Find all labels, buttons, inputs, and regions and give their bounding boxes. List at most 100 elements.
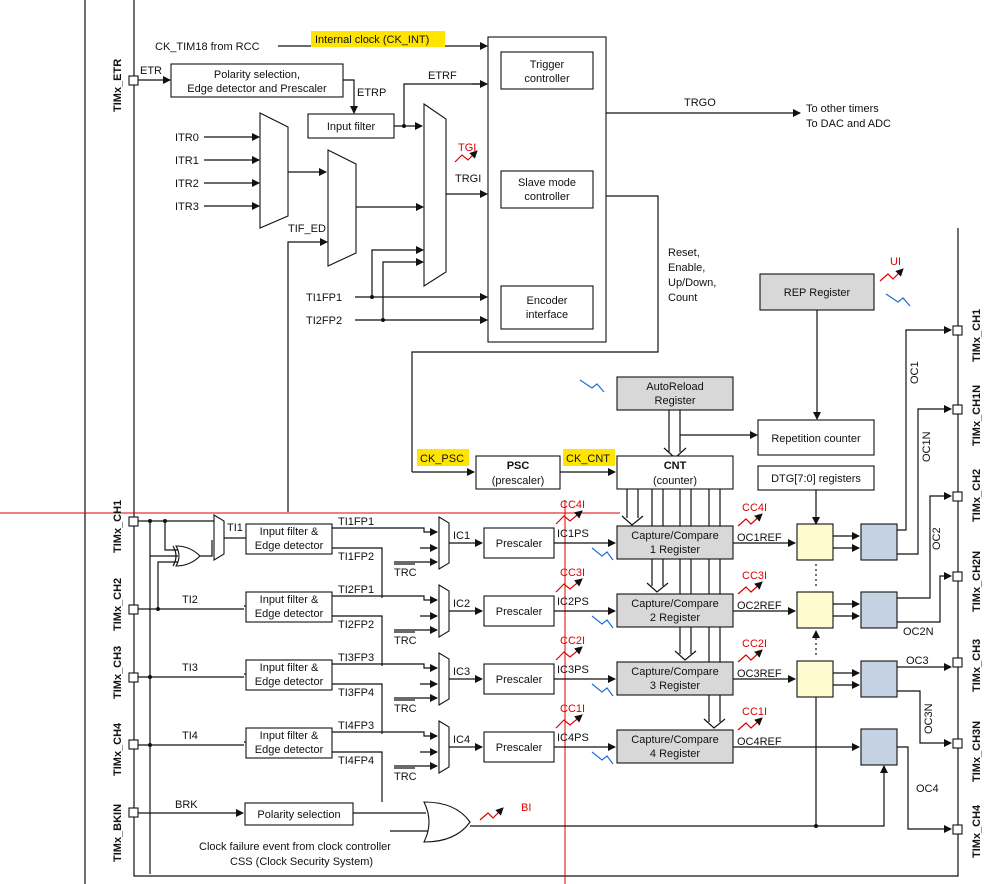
pin-out-ch1: TIMx_CH1: [952, 309, 983, 362]
ui-interrupt-icon: [879, 268, 904, 282]
ic-label-ch1: IC1: [453, 530, 470, 542]
clock-fail-line1: Clock failure event from clock controlle…: [199, 841, 391, 853]
deadtime-ch2: [796, 591, 834, 629]
rep-register-text: REP Register: [784, 287, 851, 299]
ic-mux-ch4: [438, 720, 450, 774]
input-filter-edge-ch4: [245, 727, 333, 759]
encoder-line1: Encoder: [527, 295, 568, 307]
pin-etr-label: TIMx_ETR: [112, 59, 124, 112]
oc2-label: OC2: [931, 527, 943, 550]
cc-line2-ch1: 1 Register: [650, 544, 700, 556]
ti1-label: TI1: [227, 522, 243, 534]
itr3-label: ITR3: [175, 201, 199, 213]
break-section: BRK Polarity selection Clock failure eve…: [138, 697, 888, 868]
ch1-input-logic: TI1: [138, 514, 244, 874]
itr0-label: ITR0: [175, 132, 199, 144]
pin-out-ch3-label: TIMx_CH3: [971, 639, 983, 692]
trc-label-ch4: TRC: [394, 771, 417, 783]
filter-line1-ch2: Input filter &: [260, 594, 319, 606]
itr-inputs: ITR0 ITR1 ITR2 ITR3: [175, 132, 260, 213]
trc-label-ch3: TRC: [394, 703, 417, 715]
pin-bkin-label: TIMx_BKIN: [112, 804, 124, 862]
etr-label: ETR: [140, 65, 162, 77]
pin-out-ch2n-label: TIMx_CH2N: [971, 551, 983, 612]
autoreload-line2: Register: [655, 395, 696, 407]
bi-interrupt-icon: [479, 807, 504, 821]
capture-compare-register-3: [616, 661, 734, 696]
prescaler-text-ch3: Prescaler: [496, 674, 543, 686]
cc-interrupt-icon-row4: [555, 714, 583, 729]
clock-fail-line2: CSS (Clock Security System): [230, 856, 373, 868]
channel-1: Input filter &Edge detectorTI1FP1TI1FP2T…: [244, 499, 796, 598]
trigger-select-mux: [327, 149, 357, 267]
module-boundary: [133, 0, 959, 877]
cnt-box: [616, 455, 734, 490]
slave-mode-controller-box: [500, 170, 594, 209]
pin-out-ch1n: TIMx_CH1N: [952, 385, 983, 446]
xor-gate: [175, 545, 201, 567]
oc3n-label: OC3N: [923, 703, 935, 734]
ref-label-ch1: OC1REF: [737, 532, 782, 544]
cc-interrupt-icon-row1: [555, 510, 583, 525]
pin-out-ch2: TIMx_CH2: [952, 469, 983, 522]
filter-line2-ch4: Edge detector: [255, 744, 324, 756]
ref-label-ch2: OC2REF: [737, 600, 782, 612]
bi-label: BI: [521, 802, 531, 814]
trgi-mux: [423, 102, 447, 288]
encoder-interface-box: [500, 285, 594, 330]
ref-label-ch4: OC4REF: [737, 736, 782, 748]
to-dac-label: To DAC and ADC: [806, 118, 891, 130]
pin-ch4: TIMx_CH4: [112, 722, 139, 776]
update-icon-ch1: [591, 547, 614, 561]
ic-mux-ch1: [438, 516, 450, 570]
input-filter-edge-ch1: [245, 523, 333, 555]
polarity-selection-box: [244, 802, 354, 826]
ck-tim-label: CK_TIM18 from RCC: [155, 41, 260, 53]
trigger-controller-box: [500, 51, 594, 90]
output-ctrl-ch1: [860, 523, 898, 561]
ck-cnt-highlight: [563, 449, 615, 466]
rep-register-box: [759, 273, 875, 311]
capture-compare-register-4: [616, 729, 734, 764]
pin-out-ch2-label: TIMx_CH2: [971, 469, 983, 522]
ti2fp2-label: TI2FP2: [306, 315, 342, 327]
fpb-label-ch2: TI2FP2: [338, 619, 374, 631]
internal-clock-label: Internal clock (CK_INT): [315, 34, 429, 46]
output-ctrl-ch4: [860, 728, 898, 766]
trgo-label: TRGO: [684, 97, 716, 109]
prescaler-ch3: [483, 663, 555, 695]
rep-update-icon: [885, 293, 911, 307]
reset-label: Reset,: [668, 247, 700, 259]
fpb-label-ch1: TI1FP2: [338, 551, 374, 563]
etrf-label: ETRF: [428, 70, 457, 82]
psc-title: PSC: [507, 460, 530, 472]
to-timers-label: To other timers: [806, 103, 879, 115]
ti1-mux: [213, 514, 225, 561]
repetition-counter-box: [757, 419, 875, 456]
filter-line1-ch1: Input filter &: [260, 526, 319, 538]
prescaler-text-ch2: Prescaler: [496, 606, 543, 618]
oc-interrupt-icon-row3: [737, 649, 763, 663]
cci-out-label-row4: CC1I: [742, 706, 767, 718]
ck-psc-label: CK_PSC: [420, 453, 464, 465]
channel-3: Input filter &Edge detectorTI3FP3TI3FP4T…: [244, 635, 796, 734]
autoreload-update-icon: [579, 379, 605, 393]
cc-line2-ch4: 4 Register: [650, 748, 700, 760]
pin-out-ch3n-label: TIMx_CH3N: [971, 721, 983, 782]
oc3-label: OC3: [906, 655, 929, 667]
pin-out-ch4: TIMx_CH4: [952, 804, 983, 858]
update-icon-ch4: [591, 751, 614, 765]
fpa-label-ch4: TI4FP3: [338, 720, 374, 732]
tgi-label: TGI: [458, 142, 476, 154]
cci-out-label-row2: CC3I: [742, 570, 767, 582]
update-icon-ch3: [591, 683, 614, 697]
cci-label-row2: CC3I: [560, 567, 585, 579]
slave-line2: controller: [524, 191, 570, 203]
trc-label-ch1: TRC: [394, 567, 417, 579]
itr2-label: ITR2: [175, 178, 199, 190]
ck-cnt-label: CK_CNT: [566, 453, 610, 465]
cnt-sub: (counter): [653, 475, 697, 487]
input-filter-box: [307, 113, 395, 139]
output-stage: OC1 OC1N OC2 OC2N OC3 OC3N OC4: [796, 326, 952, 833]
oc2n-label: OC2N: [903, 626, 934, 638]
